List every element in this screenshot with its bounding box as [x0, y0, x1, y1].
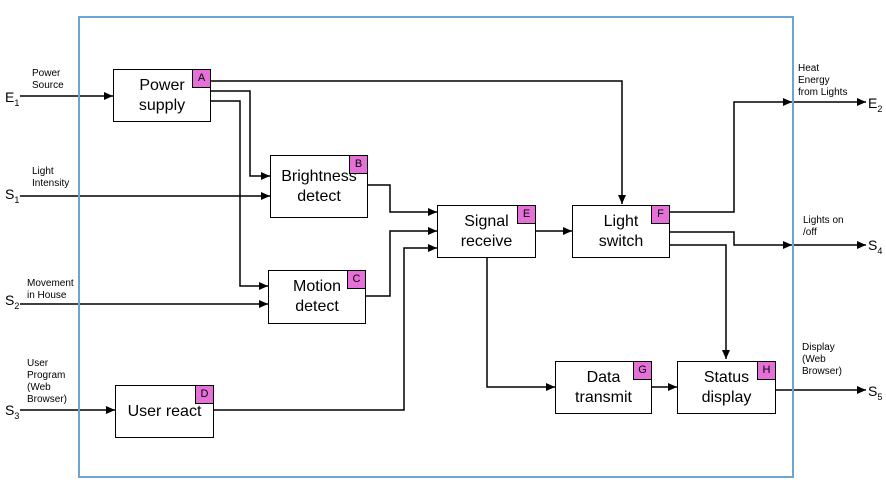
- block-label: Motion detect: [292, 278, 342, 315]
- symbol-index: 4: [877, 245, 883, 256]
- block-light-switch: Light switch F: [572, 205, 670, 258]
- symbol-letter: S: [868, 237, 878, 253]
- block-brightness-detect: Brightness detect B: [270, 155, 368, 218]
- input-symbol-s3: S3: [5, 402, 19, 424]
- output-label-lights-on-off: Lights on /off: [803, 215, 844, 238]
- symbol-index: 1: [14, 194, 20, 205]
- symbol-index: 2: [14, 300, 20, 311]
- arrow-power-to-brightness: [211, 90, 270, 180]
- block-label: Signal receive: [460, 212, 513, 250]
- symbol-letter: S: [5, 402, 15, 418]
- output-symbol-s4: S4: [868, 237, 882, 259]
- block-tag: B: [349, 155, 368, 174]
- symbol-index: 1: [14, 97, 20, 108]
- block-power-supply: Power supply A: [113, 69, 211, 122]
- block-tag: A: [192, 69, 211, 88]
- symbol-letter: E: [868, 95, 878, 111]
- system-boundary: [78, 16, 794, 478]
- block-tag: F: [651, 205, 670, 224]
- input-label-light-intensity: Light Intensity: [32, 166, 70, 189]
- block-data-transmit: Data transmit G: [555, 361, 652, 414]
- block-tag: C: [347, 270, 366, 289]
- block-user-react: User react D: [115, 385, 214, 438]
- symbol-letter: S: [5, 186, 15, 202]
- input-label-user-program: User Program (Web Browser): [27, 358, 68, 405]
- block-label: User react: [127, 402, 202, 420]
- block-label: Status display: [701, 368, 752, 406]
- block-label: Brightness detect: [281, 167, 357, 205]
- input-label-movement: Movement in House: [27, 278, 74, 301]
- arrow-power-to-light-switch: [211, 80, 626, 204]
- arrow-motion-to-signal: [366, 227, 437, 297]
- block-label: Power supply: [138, 76, 186, 114]
- arrow-light-switch-to-status: [670, 244, 730, 359]
- symbol-index: 3: [14, 410, 20, 421]
- output-label-display: Display (Web Browser): [802, 342, 843, 377]
- symbol-letter: E: [5, 89, 15, 105]
- block-tag: H: [757, 361, 776, 380]
- block-tag: G: [633, 361, 652, 380]
- arrow-user-react-to-signal: [214, 244, 437, 411]
- input-symbol-s2: S2: [5, 292, 19, 314]
- block-label: Light switch: [598, 212, 644, 250]
- symbol-index: 5: [877, 391, 883, 402]
- symbol-index: 2: [877, 103, 883, 114]
- arrow-signal-to-data-transmit: [486, 257, 555, 391]
- arrow-light-switch-to-s4: [670, 231, 792, 249]
- input-label-power-source: Power Source: [32, 68, 64, 91]
- arrow-light-switch-to-e2: [670, 98, 792, 213]
- block-tag: E: [517, 205, 536, 224]
- arrow-power-to-motion: [211, 100, 268, 290]
- input-symbol-e1: E1: [5, 89, 19, 111]
- block-label: Data transmit: [575, 368, 632, 406]
- input-symbol-s1: S1: [5, 186, 19, 208]
- arrow-brightness-to-signal: [368, 184, 437, 216]
- symbol-letter: S: [5, 292, 15, 308]
- block-motion-detect: Motion detect C: [268, 270, 366, 324]
- output-symbol-s5: S5: [868, 383, 882, 405]
- block-tag: D: [195, 385, 214, 404]
- block-signal-receive: Signal receive E: [437, 205, 536, 258]
- block-status-display: Status display H: [677, 361, 776, 414]
- output-symbol-e2: E2: [868, 95, 882, 117]
- output-label-heat-energy: Heat Energy from Lights: [798, 63, 848, 98]
- symbol-letter: S: [868, 383, 878, 399]
